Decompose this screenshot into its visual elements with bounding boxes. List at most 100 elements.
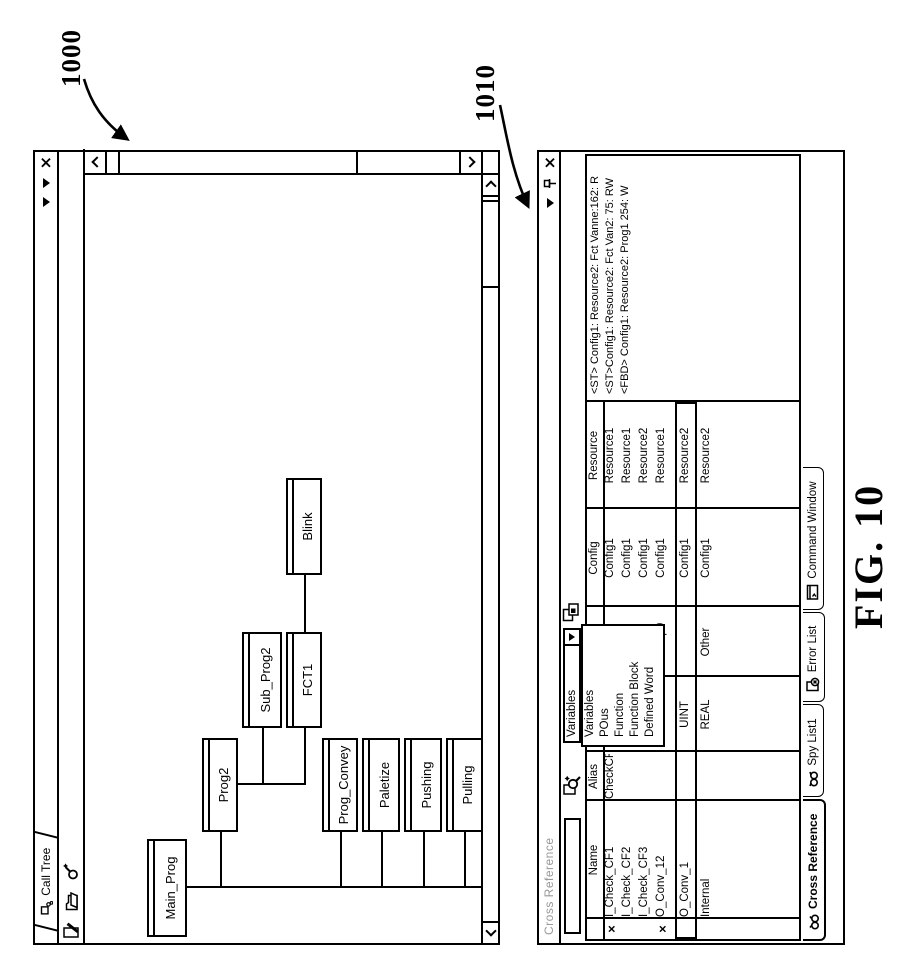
table-row[interactable]: I_Check_CF3Config1Resource2: [637, 156, 654, 939]
column-header-resource: Resource: [588, 404, 600, 507]
cell-name: O_Conv_12: [655, 803, 667, 917]
tab-label: Spy List1: [807, 718, 819, 765]
tree-node-sub_prog2[interactable]: Sub_Prog2: [242, 632, 282, 728]
cell-resource: Resource1: [655, 404, 667, 507]
call-tree-icon: [40, 901, 53, 915]
combo-selected-value: Variables: [566, 646, 578, 741]
call-tree-canvas: Main_Prog Prog2 Sub_Prog2 FCT1 BlinkProg_Con…: [85, 175, 481, 943]
cell-occurrence: <FBD> Config1: Resource2: Prog1 254: W: [619, 186, 631, 395]
search-icon[interactable]: [62, 863, 80, 881]
panel-menu-icon-2[interactable]: [43, 178, 50, 188]
scroll-up-button[interactable]: [85, 152, 107, 173]
vertical-scrollbar[interactable]: [85, 152, 481, 175]
tree-node-label: Sub_Prog2: [258, 647, 273, 712]
open-folder-icon[interactable]: [63, 892, 79, 911]
cell-group: Other: [700, 609, 712, 675]
tree-connector: [464, 832, 466, 888]
tree-node-label: Pushing: [419, 762, 434, 809]
tree-connector: [340, 832, 342, 888]
combo-dropdown-button[interactable]: [565, 630, 579, 646]
cross-reference-table: NameAliasConfigResource×I_Check_CF1Check…: [585, 154, 801, 941]
tree-node-main_prog[interactable]: Main_Prog: [147, 839, 187, 937]
scroll-down-button[interactable]: [459, 152, 481, 173]
cell-config: Config1: [655, 511, 667, 605]
tab-spy-list1[interactable]: Spy List1: [803, 704, 824, 796]
cross-reference-toolbar: Variables: [561, 152, 585, 943]
dropdown-item[interactable]: Function: [613, 626, 628, 745]
tab-call-tree[interactable]: Call Tree: [35, 831, 59, 932]
table-row[interactable]: ×O_Conv_12UINTGroup0Config1Resource1: [654, 156, 671, 939]
ref-label-1010: 1010: [470, 64, 501, 122]
chevron-up-icon: [91, 157, 102, 168]
dropdown-item[interactable]: Defined Word: [643, 626, 658, 745]
cell-name: Internal: [700, 803, 712, 917]
vertical-scroll-thumb[interactable]: [118, 150, 358, 175]
cross-reference-window-controls: ×: [539, 156, 561, 208]
pin-icon[interactable]: [543, 178, 558, 189]
tree-connector: [220, 832, 222, 888]
tree-node-pulling[interactable]: Pulling: [446, 738, 481, 832]
tab-label: Command Window: [807, 481, 819, 578]
dropdown-item[interactable]: POus: [598, 626, 613, 745]
tree-node-prog_convey[interactable]: Prog_Convey: [322, 738, 358, 832]
tree-connector: [304, 728, 306, 785]
filter-input[interactable]: [564, 818, 581, 934]
close-icon[interactable]: ×: [38, 156, 54, 169]
panel-menu-icon[interactable]: [547, 198, 554, 208]
call-tree-titlebar: Call Tree ×: [35, 152, 59, 943]
tree-node-blink[interactable]: Blink: [286, 478, 322, 575]
edit-icon[interactable]: [62, 922, 80, 940]
horizontal-scroll-thumb[interactable]: [481, 200, 500, 288]
tree-node-prog2[interactable]: Prog2: [202, 738, 238, 832]
call-tree-window: Call Tree × Main_Prog Prog2: [33, 150, 500, 945]
chevron-left-icon: [485, 926, 496, 937]
cell-config: Config1: [604, 511, 616, 605]
tab-call-tree-label: Call Tree: [39, 848, 53, 896]
cell-config: Config1: [621, 511, 633, 605]
cell-occurrence: <ST> Config1: Resource2: Fct Vanne:162: …: [589, 176, 601, 394]
table-row[interactable]: Internal REAL Other Config1 Resource2: [699, 156, 717, 939]
tree-node-pushing[interactable]: Pushing: [404, 738, 442, 832]
cell-config: Config1: [638, 511, 650, 605]
dropdown-item[interactable]: Function Block: [628, 626, 643, 745]
search-document-icon[interactable]: [562, 774, 582, 796]
tree-node-label: Prog_Convey: [336, 746, 351, 825]
horizontal-scrollbar[interactable]: [481, 175, 498, 943]
chevron-down-icon: [464, 157, 475, 168]
tree-node-label: Paletize: [377, 762, 392, 808]
panel-menu-icon[interactable]: [43, 197, 50, 207]
cell-resource: Resource2: [638, 404, 650, 507]
cell-alias: CheckCF1: [604, 754, 616, 799]
close-icon[interactable]: ×: [542, 156, 558, 169]
variables-dropdown-list[interactable]: VariablesPOusFunctionFunction BlockDefin…: [581, 624, 665, 747]
cell-config: Config1: [700, 511, 712, 605]
tab-command-window[interactable]: Command Window: [803, 467, 824, 609]
ref-label-1000: 1000: [56, 29, 87, 87]
tab-label: Error List: [807, 626, 819, 673]
cell-resource: Resource1: [604, 404, 616, 507]
scroll-right-button[interactable]: [483, 175, 498, 197]
row-marker: ×: [655, 919, 670, 939]
tree-node-label: FCT1: [300, 664, 315, 697]
tree-node-label: Pulling: [460, 765, 475, 804]
tree-node-paletize[interactable]: Paletize: [362, 738, 400, 832]
tab-label: Cross Reference: [806, 814, 820, 909]
tree-connector: [262, 728, 264, 785]
scrollbar-corner: [481, 152, 498, 175]
variables-combo[interactable]: Variables: [563, 628, 581, 743]
cell-name: I_Check_CF1: [604, 803, 616, 917]
scroll-left-button[interactable]: [483, 921, 498, 943]
tree-connector: [304, 575, 306, 632]
tree-connector: [187, 886, 481, 888]
cell-resource: Resource2: [700, 404, 712, 507]
dropdown-item[interactable]: Variables: [583, 626, 598, 745]
tab-cross-reference[interactable]: Cross Reference: [803, 799, 826, 941]
column-header-name: Name: [588, 803, 600, 917]
tab-error-list[interactable]: Error List: [803, 612, 825, 703]
tree-node-fct1[interactable]: FCT1: [286, 632, 322, 728]
cross-reference-titlebar: Cross Reference ×: [539, 152, 561, 943]
cell-type: REAL: [700, 679, 712, 750]
new-window-icon[interactable]: [562, 601, 581, 622]
chevron-right-icon: [485, 181, 496, 192]
